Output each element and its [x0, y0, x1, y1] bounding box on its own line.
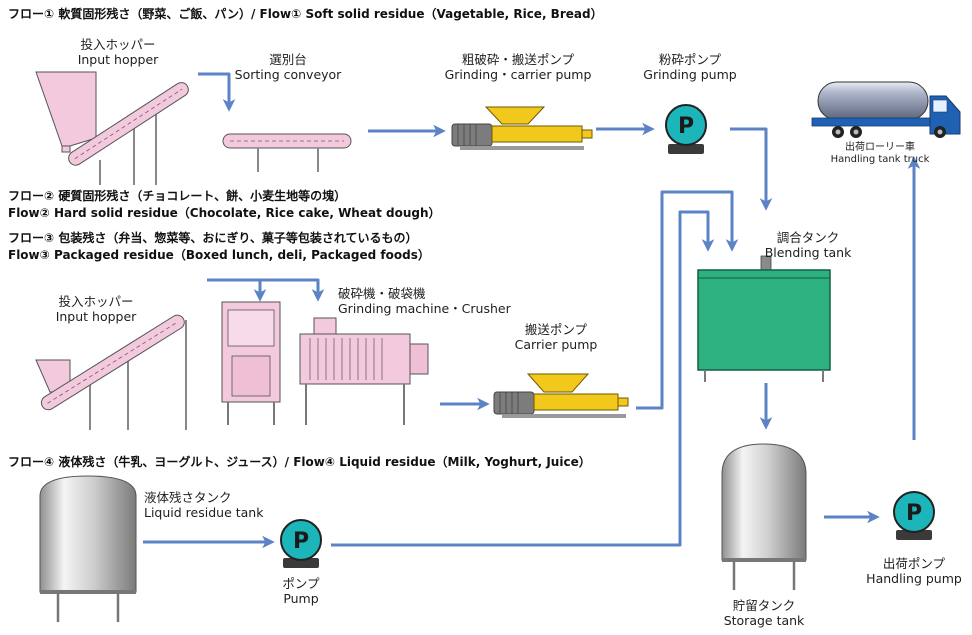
sorting-conveyor-label: 選別台 Sorting conveyor	[235, 52, 342, 82]
pump-label: ポンプ Pump	[282, 576, 319, 606]
handling-pump: P	[893, 491, 935, 540]
arrow-grinding-pump-to-blending-tank	[730, 127, 773, 211]
storage-tank-label: 貯留タンク Storage tank	[724, 598, 805, 628]
label-en: Handling pump	[866, 571, 962, 586]
label-ja: 搬送ポンプ	[524, 322, 588, 337]
pump-letter: P	[906, 501, 922, 526]
blending-tank	[697, 255, 831, 382]
blending-tank-label: 調合タンク Blending tank	[765, 230, 852, 260]
flow1-text: フロー① 軟質固形残さ（野菜、ご飯、パン）/ Flow① Soft solid …	[8, 7, 603, 21]
arrow-carrier-pump-to-blending-tank	[636, 190, 739, 410]
sorting-conveyor	[222, 133, 352, 172]
label-en: Sorting conveyor	[234, 67, 342, 82]
label-en: Input hopper	[55, 309, 137, 324]
grinding-machine-label: 破砕機・破袋機 Grinding machine・Crusher	[338, 286, 511, 316]
flow-arrows	[143, 72, 921, 549]
carrier-pump-label: 搬送ポンプ Carrier pump	[515, 322, 598, 352]
label-ja: 出荷ポンプ	[882, 556, 946, 571]
label-en: Grinding・carrier pump	[444, 67, 592, 82]
flow1-heading: フロー① 軟質固形残さ（野菜、ご飯、パン）/ Flow① Soft solid …	[8, 6, 603, 23]
flow3-en: Flow③ Packaged residue（Boxed lunch, deli…	[8, 248, 430, 262]
label-en: Storage tank	[723, 613, 805, 628]
grinding-carrier-pump-label: 粗破砕・搬送ポンプ Grinding・carrier pump	[445, 52, 592, 82]
liquid-residue-tank-label: 液体残さタンク Liquid residue tank	[144, 490, 263, 520]
flow3-ja: フロー③ 包装残さ（弁当、惣菜等、おにぎり、菓子等包装されているもの）	[8, 231, 418, 245]
label-ja: 粗破砕・搬送ポンプ	[461, 52, 575, 67]
grinding-pump-label: 粉砕ポンプ Grinding pump	[643, 52, 736, 82]
label-en: Input hopper	[77, 52, 159, 67]
grinding-carrier-pump	[451, 106, 593, 150]
label-ja: 貯留タンク	[732, 598, 796, 613]
label-ja: 調合タンク	[776, 230, 840, 245]
handling-pump-label: 出荷ポンプ Handling pump	[866, 556, 962, 586]
pump-letter: P	[293, 529, 309, 554]
arrow-hopper-to-conveyor	[198, 72, 236, 112]
label-ja: 出荷ローリー車	[845, 142, 915, 153]
label-ja: 投入ホッパー	[58, 294, 134, 309]
pump-letter: P	[678, 114, 694, 139]
flow2-en: Flow② Hard solid residue（Chocolate, Rice…	[8, 206, 441, 220]
label-en: Handling tank truck	[830, 154, 930, 165]
input-hopper-1	[35, 71, 189, 185]
label-ja: 粉砕ポンプ	[658, 52, 722, 67]
label-en: Grinding pump	[643, 67, 737, 82]
label-en: Carrier pump	[514, 337, 598, 352]
arrow-flow3-down	[207, 278, 325, 302]
carrier-pump	[493, 373, 629, 418]
label-ja: ポンプ	[282, 576, 320, 591]
label-ja: 破砕機・破袋機	[338, 286, 426, 301]
flow3-heading: フロー③ 包装残さ（弁当、惣菜等、おにぎり、菓子等包装されているもの） Flow…	[8, 230, 430, 264]
label-en: Blending tank	[764, 245, 852, 260]
flow2-ja: フロー② 硬質固形残さ（チョコレート、餅、小麦生地等の塊）	[8, 189, 347, 203]
input-hopper-1-label: 投入ホッパー Input hopper	[78, 37, 159, 67]
handling-tank-truck-label: 出荷ローリー車 Handling tank truck	[831, 142, 930, 166]
label-ja: 投入ホッパー	[80, 37, 156, 52]
arrow-pump-to-blending-tank	[331, 210, 715, 547]
flow2-heading: フロー② 硬質固形残さ（チョコレート、餅、小麦生地等の塊） Flow② Hard…	[8, 188, 441, 222]
label-ja: 液体残さタンク	[144, 490, 232, 505]
grinding-machine-crusher	[221, 301, 429, 425]
label-en: Liquid residue tank	[144, 505, 264, 520]
label-en: Pump	[283, 591, 319, 606]
storage-tank	[721, 443, 807, 590]
input-hopper-2-label: 投入ホッパー Input hopper	[56, 294, 137, 324]
grinding-pump: P	[665, 104, 707, 154]
handling-tank-truck	[811, 81, 961, 138]
label-ja: 選別台	[269, 52, 307, 67]
flow4-text: フロー④ 液体残さ（牛乳、ヨーグルト、ジュース）/ Flow④ Liquid r…	[8, 455, 591, 469]
pump: P	[280, 519, 322, 568]
flow4-heading: フロー④ 液体残さ（牛乳、ヨーグルト、ジュース）/ Flow④ Liquid r…	[8, 454, 591, 471]
input-hopper-2	[35, 314, 187, 430]
label-en: Grinding machine・Crusher	[338, 301, 511, 316]
liquid-residue-tank	[39, 475, 137, 622]
